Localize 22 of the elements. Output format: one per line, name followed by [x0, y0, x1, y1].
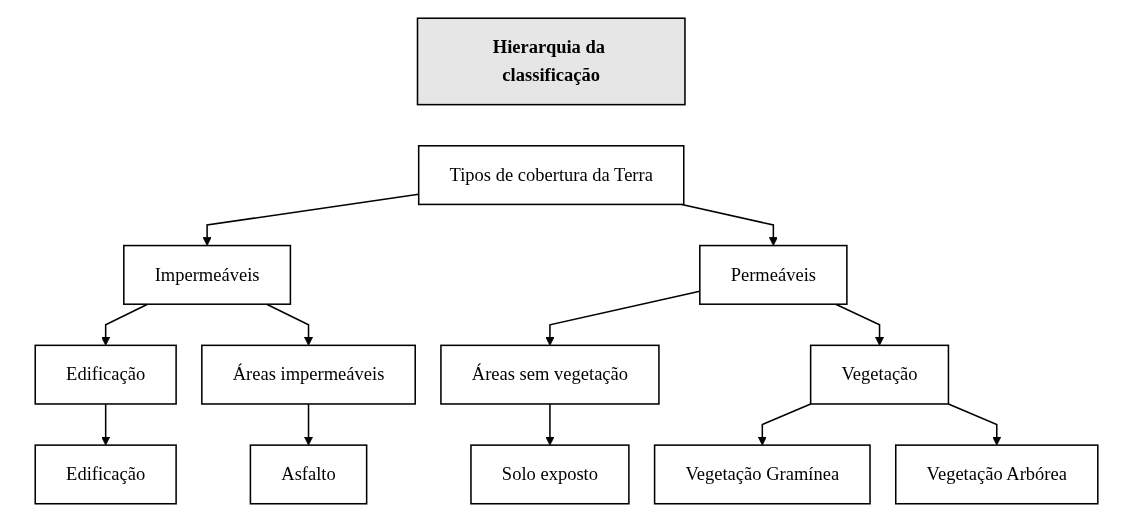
- node-box: Áreas sem vegetação: [440, 344, 660, 405]
- node-box: Edificação: [34, 344, 177, 405]
- arrow: [834, 303, 885, 346]
- node-box: Hierarquia da classificação: [416, 17, 686, 106]
- node-box: Permeáveis: [699, 244, 848, 305]
- node-box: Solo exposto: [470, 444, 630, 505]
- node-box: Vegetação: [809, 344, 950, 405]
- arrow: [303, 403, 313, 446]
- arrow: [680, 203, 778, 246]
- arrow: [545, 403, 555, 446]
- arrow: [101, 403, 111, 446]
- node-box: Asfalto: [249, 444, 368, 505]
- arrow: [757, 403, 812, 446]
- node-box: Impermeáveis: [123, 244, 292, 305]
- node-box: Áreas impermeáveis: [201, 344, 416, 405]
- arrow: [947, 403, 1002, 446]
- arrow: [101, 303, 149, 346]
- node-box: Vegetação Gramínea: [653, 444, 871, 505]
- node-box: Vegetação Arbórea: [894, 444, 1099, 505]
- node-box: Tipos de cobertura da Terra: [417, 145, 685, 206]
- arrow: [265, 303, 313, 346]
- node-box: Edificação: [34, 444, 177, 505]
